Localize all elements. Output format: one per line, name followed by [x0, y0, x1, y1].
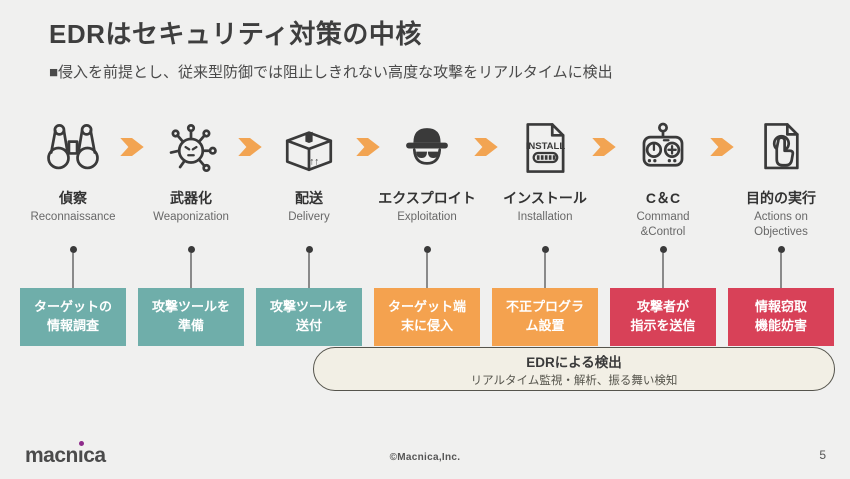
stage-jp-label: C＆C	[645, 190, 681, 206]
connector-line	[659, 244, 667, 288]
stage-box: ターゲット端 末に侵入	[374, 288, 480, 346]
connector-line	[187, 244, 195, 288]
stage-jp-label: 偵察	[59, 190, 87, 206]
touch-action-icon	[752, 112, 810, 184]
stage-box: 攻撃ツールを 送付	[256, 288, 362, 346]
stage-en-label: Actions on Objectives	[754, 211, 808, 238]
stage-actions-on-objectives: 目的の実行 Actions on Objectives 情報窃取 機能妨害	[728, 112, 834, 346]
connector-dot	[541, 246, 549, 253]
stage-en-label: Reconnaissance	[30, 211, 116, 223]
arrow-right-icon	[120, 138, 144, 156]
copyright-text: ©Macnica,Inc.	[389, 452, 461, 463]
stage-en-label: Installation	[517, 211, 573, 223]
stage-en-label: Weaponization	[153, 211, 229, 223]
arrow-right-icon	[238, 138, 262, 156]
connector-dot	[777, 246, 785, 253]
stage-box: 情報窃取 機能妨害	[728, 288, 834, 346]
edr-detection-callout: EDRによる検出 リアルタイム監視・解析、振る舞い検知	[313, 347, 835, 391]
kill-chain-diagram: 偵察 Reconnaissance ターゲットの 情報調査	[20, 112, 834, 346]
connector-line	[541, 244, 549, 288]
install-label: INSTALL	[526, 141, 566, 152]
stage-reconnaissance: 偵察 Reconnaissance ターゲットの 情報調査	[20, 112, 126, 346]
virus-icon	[162, 112, 220, 184]
connector-line	[69, 244, 77, 288]
page-subtitle: ■侵入を前提とし、従来型防御では阻止しきれない高度な攻撃をリアルタイムに検出	[49, 64, 613, 81]
page-number: 5	[819, 448, 826, 462]
connector-dot	[187, 246, 195, 253]
stage-jp-label: 配送	[295, 190, 323, 206]
stage-weaponization: 武器化 Weaponization 攻撃ツールを 準備	[138, 112, 244, 346]
stage-box: 不正プログラ ム設置	[492, 288, 598, 346]
connector-dot	[69, 246, 77, 253]
install-file-icon: INSTALL	[516, 112, 574, 184]
remote-controller-icon	[634, 112, 692, 184]
connector-line	[777, 244, 785, 288]
edr-callout-title: EDRによる検出	[526, 354, 622, 370]
arrow-right-icon	[356, 138, 380, 156]
connector-line	[305, 244, 313, 288]
logo-purple-dot-i: ı	[77, 441, 85, 467]
stage-command-and-control: C＆C Command &Control 攻撃者が 指示を送信	[610, 112, 716, 346]
stage-en-label: Exploitation	[397, 211, 457, 223]
arrow-right-icon	[710, 138, 734, 156]
stage-jp-label: インストール	[503, 190, 587, 206]
stage-installation: INSTALL インストール Installation 不正プログラ ム設置	[492, 112, 598, 346]
arrow-right-icon	[592, 138, 616, 156]
connector-line	[423, 244, 431, 288]
edr-callout-subtitle: リアルタイム監視・解析、振る舞い検知	[470, 374, 678, 387]
stage-delivery: ↑↑ 配送 Delivery 攻撃ツールを 送付	[256, 112, 362, 346]
stage-exploitation: エクスプロイト Exploitation ターゲット端 末に侵入	[374, 112, 480, 346]
stage-jp-label: 目的の実行	[746, 190, 816, 206]
package-arrows-glyph: ↑↑	[309, 156, 319, 167]
stage-box: ターゲットの 情報調査	[20, 288, 126, 346]
connector-dot	[423, 246, 431, 253]
macnica-logo: macnıca	[25, 441, 106, 467]
stage-jp-label: 武器化	[170, 190, 212, 206]
stage-box: 攻撃者が 指示を送信	[610, 288, 716, 346]
spy-icon	[398, 112, 456, 184]
arrow-right-icon	[474, 138, 498, 156]
stage-box: 攻撃ツールを 準備	[138, 288, 244, 346]
connector-dot	[305, 246, 313, 253]
stage-en-label: Delivery	[288, 211, 330, 223]
package-icon: ↑↑	[280, 112, 338, 184]
stage-en-label: Command &Control	[636, 211, 690, 238]
binoculars-icon	[44, 112, 102, 184]
page-title: EDRはセキュリティ対策の中核	[49, 19, 422, 49]
connector-dot	[659, 246, 667, 253]
stage-jp-label: エクスプロイト	[378, 190, 476, 206]
